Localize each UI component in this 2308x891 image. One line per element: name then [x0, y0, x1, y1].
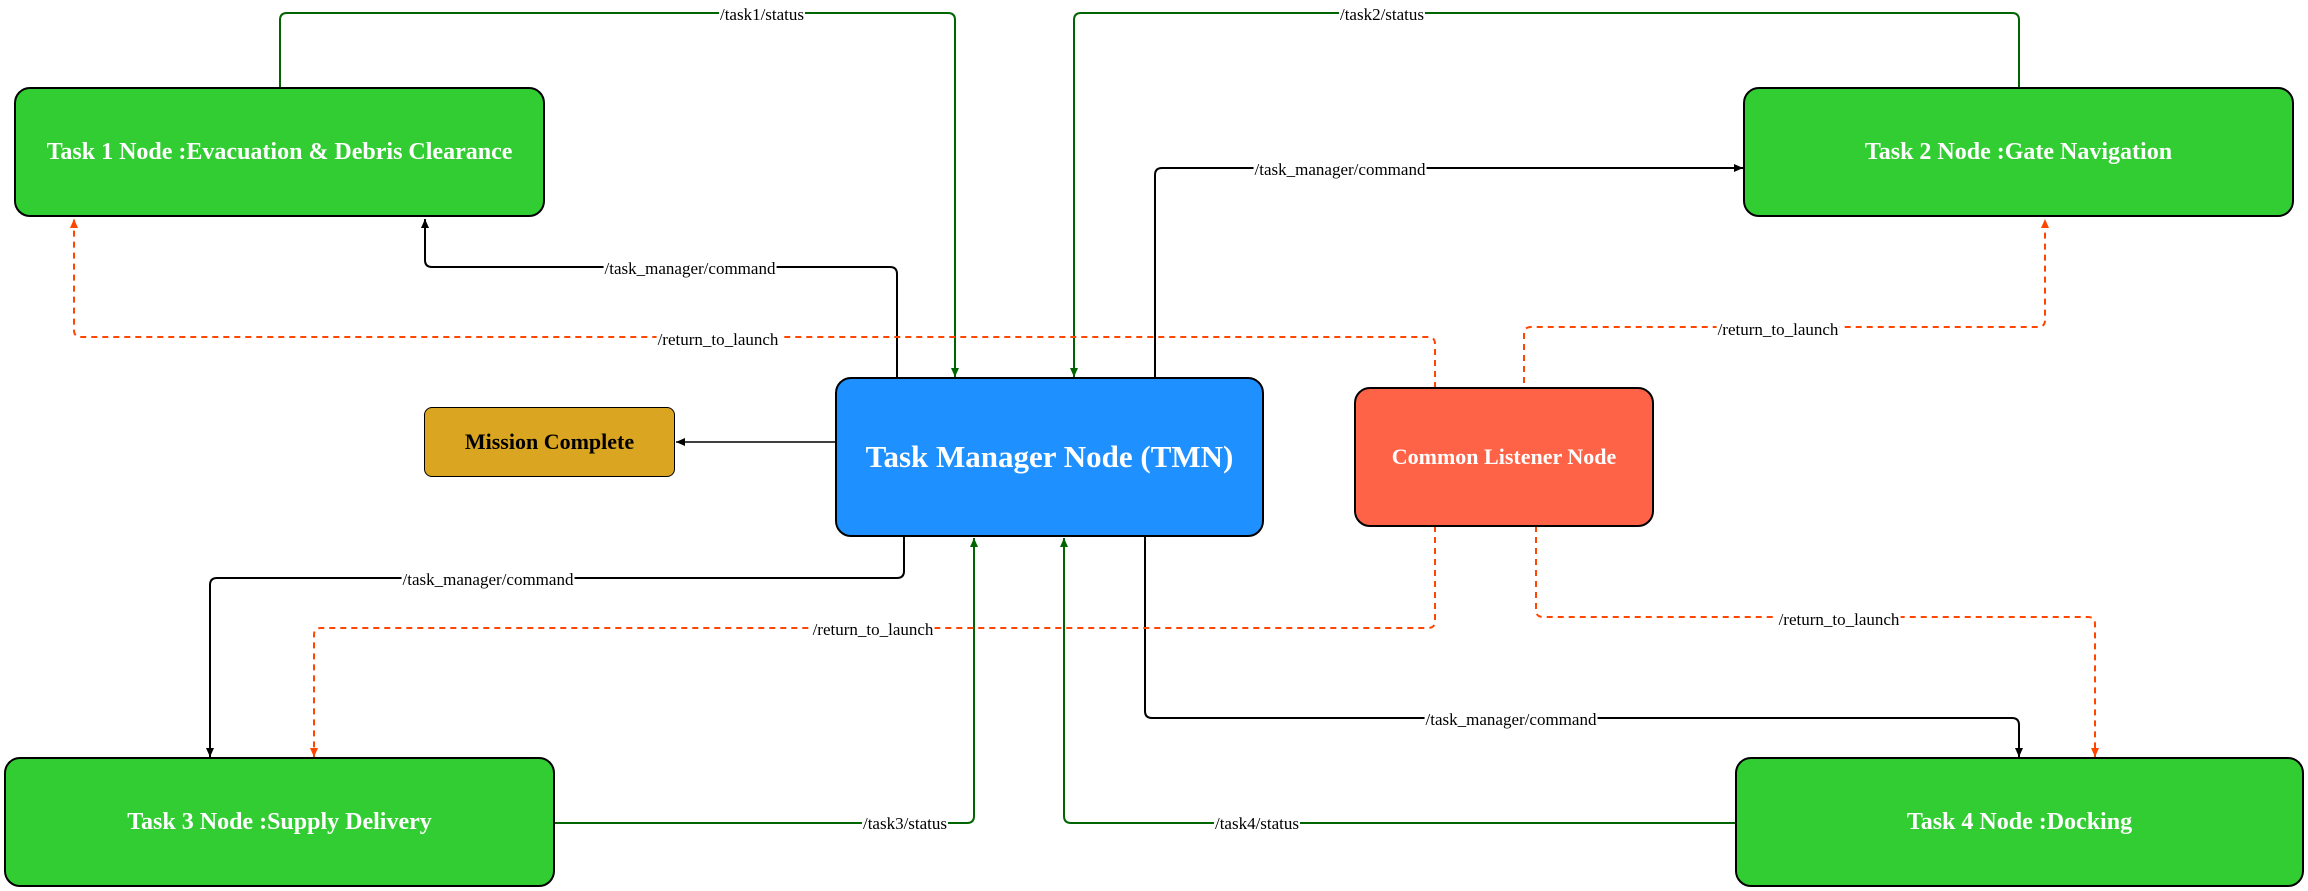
edge-task1-status [279, 12, 959, 377]
label-rtl-task1: /return_to_launch [656, 330, 780, 350]
task2-node[interactable]: Task 2 Node :Gate Navigation [1743, 87, 2294, 217]
label-cmd-task3: /task_manager/command [401, 570, 575, 590]
edge-rtl-task3 [310, 526, 1436, 757]
label-cmd-task2: /task_manager/command [1253, 160, 1427, 180]
edge-task3-status [555, 538, 978, 824]
label-rtl-task4: /return_to_launch [1777, 610, 1901, 630]
edge-cmd-task2 [1154, 164, 1743, 377]
common-listener-node[interactable]: Common Listener Node [1354, 387, 1654, 527]
label-rtl-task2: /return_to_launch [1716, 320, 1840, 340]
label-task3-status: /task3/status [861, 814, 949, 834]
label-cmd-task4: /task_manager/command [1424, 710, 1598, 730]
task-manager-node[interactable]: Task Manager Node (TMN) [835, 377, 1264, 537]
edge-cmd-task1 [421, 219, 898, 377]
label-task4-status: /task4/status [1213, 814, 1301, 834]
task1-node[interactable]: Task 1 Node :Evacuation & Debris Clearan… [14, 87, 545, 217]
mission-complete-node[interactable]: Mission Complete [424, 407, 675, 477]
edge-rtl-task4 [1535, 526, 2099, 757]
task3-node[interactable]: Task 3 Node :Supply Delivery [4, 757, 555, 887]
edge-rtl-task1 [70, 219, 1436, 388]
task4-node[interactable]: Task 4 Node :Docking [1735, 757, 2304, 887]
edge-rtl-task2 [1523, 219, 2049, 394]
label-task1-status: /task1/status [718, 5, 806, 25]
label-rtl-task3: /return_to_launch [811, 620, 935, 640]
edge-task4-status [1060, 538, 1735, 824]
edge-task2-status [1070, 12, 2020, 377]
label-task2-status: /task2/status [1338, 5, 1426, 25]
label-cmd-task1: /task_manager/command [603, 259, 777, 279]
